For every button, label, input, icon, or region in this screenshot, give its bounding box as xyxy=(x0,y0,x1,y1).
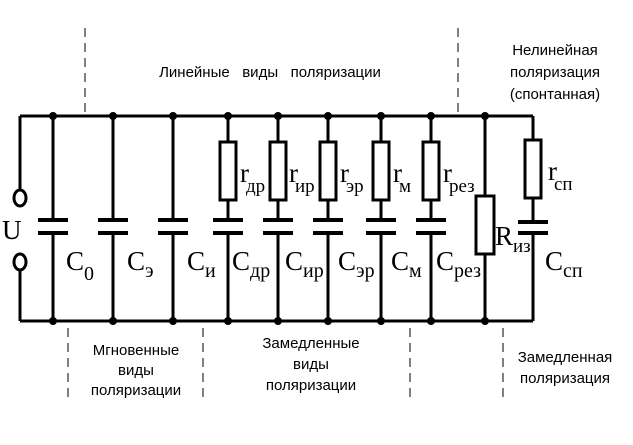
svg-text:rир: rир xyxy=(289,158,315,197)
res-label-sub: сп xyxy=(554,174,573,195)
resistor-rez xyxy=(421,140,441,202)
caption-line: Замедленные xyxy=(262,335,359,352)
region-separators xyxy=(67,28,504,400)
svg-text:Cм: Cм xyxy=(391,246,422,282)
caption-instant: Мгновенные виды поляризации xyxy=(91,342,181,399)
res-label-sub: м xyxy=(399,176,411,197)
svg-text:rм: rм xyxy=(393,158,411,197)
caption-line: поляризация xyxy=(510,64,600,81)
res-label-sub: др xyxy=(246,176,265,197)
svg-text:Cдр: Cдр xyxy=(232,246,270,282)
cap-label-base: C xyxy=(436,246,454,276)
terminal-top-icon xyxy=(12,188,28,208)
res-label-base: r xyxy=(393,158,402,188)
cap-label-sub: ир xyxy=(303,260,324,282)
cap-label-base: C xyxy=(545,246,563,276)
resistor-labels: rдр rир rэр rм rрез rсп Rиз xyxy=(240,156,573,257)
res-label-sub: эр xyxy=(346,176,364,197)
terminal-bottom-icon xyxy=(12,252,28,272)
res-label-base: r xyxy=(443,158,452,188)
res-label-base: r xyxy=(240,158,249,188)
caption-line: виды xyxy=(118,362,154,379)
caption-slow-kinds: Замедленные виды поляризации xyxy=(262,335,359,394)
svg-text:Cрез: Cрез xyxy=(436,246,481,282)
source-label: U xyxy=(2,215,22,245)
svg-text:rрез: rрез xyxy=(443,158,475,197)
resistor-bodies xyxy=(218,138,543,256)
cap-label-base: C xyxy=(338,246,356,276)
caption-line: виды xyxy=(293,356,329,373)
capacitor-labels: C0 Cэ Cи Cдр Cир Cэр Cм Cрез Cсп xyxy=(66,246,583,285)
cap-label-sub: др xyxy=(250,260,270,282)
caption-line: поляризации xyxy=(91,382,181,399)
cap-label-sub: 0 xyxy=(84,263,94,285)
res-label-base: r xyxy=(340,158,349,188)
caption-linear: Линейные виды поляризации xyxy=(159,64,381,81)
svg-text:Cсп: Cсп xyxy=(545,246,583,282)
res-label-sub: рез xyxy=(449,176,475,197)
res-label-sub: из xyxy=(513,236,531,257)
caption-nonlinear: Нелинейная поляризация (спонтанная) xyxy=(510,42,600,103)
svg-text:C0: C0 xyxy=(66,246,94,285)
svg-text:rсп: rсп xyxy=(548,156,573,195)
res-label-base: r xyxy=(548,156,557,186)
cap-label-base: C xyxy=(285,246,303,276)
cap-label-base: C xyxy=(187,246,205,276)
resistor-dr xyxy=(218,140,238,202)
svg-text:Cэр: Cэр xyxy=(338,246,375,282)
junction-dots xyxy=(49,112,489,325)
cap-label-sub: м xyxy=(409,260,422,282)
caption-line: поляризации xyxy=(266,377,356,394)
caption-line: Нелинейная xyxy=(512,42,598,59)
cap-label-sub: и xyxy=(205,260,216,282)
svg-text:rэр: rэр xyxy=(340,158,364,197)
caption-line: Замедленная xyxy=(518,349,613,366)
cap-label-sub: рез xyxy=(454,260,481,282)
cap-label-base: C xyxy=(391,246,409,276)
caption-line: Мгновенные xyxy=(93,342,179,359)
res-label-base: r xyxy=(289,158,298,188)
resistor-er xyxy=(318,140,338,202)
cap-label-sub: э xyxy=(145,260,154,282)
caption-line: (спонтанная) xyxy=(510,86,600,103)
resistor-ir xyxy=(268,140,288,202)
caption-line: поляризация xyxy=(520,370,610,387)
cap-label-base: C xyxy=(127,246,145,276)
cap-label-sub: сп xyxy=(563,260,583,282)
res-label-base: R xyxy=(495,221,513,251)
cap-label-base: C xyxy=(66,246,84,276)
capacitor-plates xyxy=(38,218,548,235)
svg-text:Cэ: Cэ xyxy=(127,246,154,282)
svg-text:Cир: Cир xyxy=(285,246,324,282)
resistor-sp xyxy=(523,138,543,200)
resistor-m xyxy=(371,140,391,202)
res-label-sub: ир xyxy=(295,176,315,197)
resistor-insulation xyxy=(474,194,496,256)
svg-text:Rиз: Rиз xyxy=(495,221,531,257)
voltage-source-terminals xyxy=(12,188,28,272)
caption-slow: Замедленная поляризация xyxy=(518,349,613,387)
svg-text:rдр: rдр xyxy=(240,158,265,197)
cap-label-sub: эр xyxy=(356,260,375,282)
svg-text:Cи: Cи xyxy=(187,246,216,282)
cap-label-base: C xyxy=(232,246,250,276)
